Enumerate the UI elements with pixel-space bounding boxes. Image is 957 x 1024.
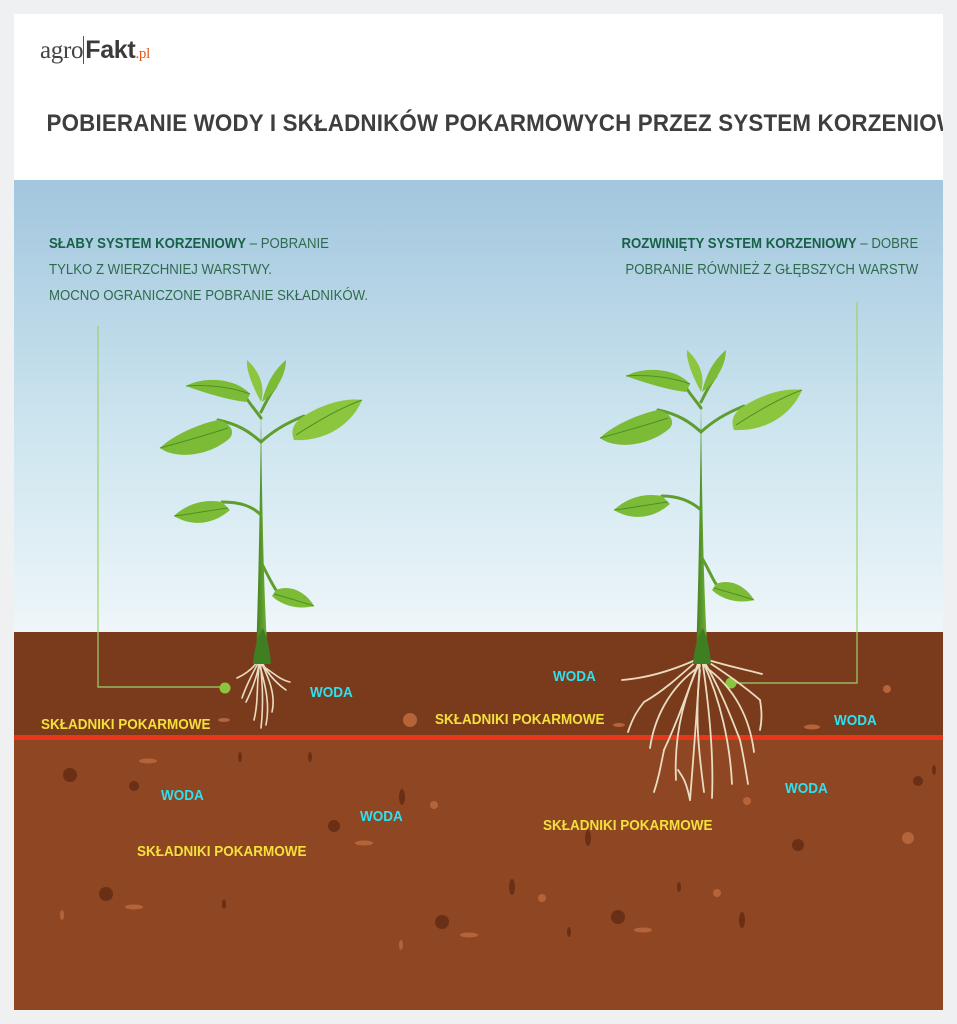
- infographic-card: agroFakt.pl POBIERANIE WODY I SKŁADNIKÓW…: [14, 14, 943, 1010]
- left-callout-heading: SŁABY SYSTEM KORZENIOWY: [49, 235, 247, 252]
- topsoil-layer: [14, 632, 943, 738]
- nutrients-label: SKŁADNIKI POKARMOWE: [137, 843, 307, 860]
- left-plant: [159, 360, 363, 729]
- left-callout-text: SŁABY SYSTEM KORZENIOWY – POBRANIE TYLKO…: [49, 235, 369, 304]
- right-callout-heading: ROZWINIĘTY SYSTEM KORZENIOWY: [621, 235, 857, 252]
- right-callout-line: [732, 302, 858, 684]
- scene-illustration: [14, 180, 943, 1010]
- water-label: WODA: [161, 787, 204, 804]
- left-callout-dot: [219, 682, 231, 694]
- layer-boundary: [14, 735, 943, 740]
- page-title: POBIERANIE WODY I SKŁADNIKÓW POKARMOWYCH…: [46, 110, 943, 137]
- right-plant: [599, 350, 803, 801]
- right-plant-roots: [621, 657, 763, 801]
- water-label: WODA: [360, 808, 403, 825]
- nutrients-label: SKŁADNIKI POKARMOWE: [543, 817, 713, 834]
- water-label: WODA: [310, 684, 353, 701]
- left-callout-line: [97, 326, 224, 688]
- soil-particles: [60, 685, 936, 950]
- water-label: WODA: [785, 780, 828, 797]
- water-label: WODA: [834, 712, 877, 729]
- agrofakt-logo[interactable]: agroFakt.pl: [40, 36, 150, 64]
- water-label: WODA: [553, 668, 596, 685]
- subsoil-layer: [14, 738, 943, 1010]
- right-callout-text: ROZWINIĘTY SYSTEM KORZENIOWY – DOBRE POB…: [621, 235, 918, 278]
- scene: SŁABY SYSTEM KORZENIOWY – POBRANIE TYLKO…: [14, 180, 943, 1010]
- nutrients-label: SKŁADNIKI POKARMOWE: [41, 716, 211, 733]
- nutrients-label: SKŁADNIKI POKARMOWE: [435, 711, 605, 728]
